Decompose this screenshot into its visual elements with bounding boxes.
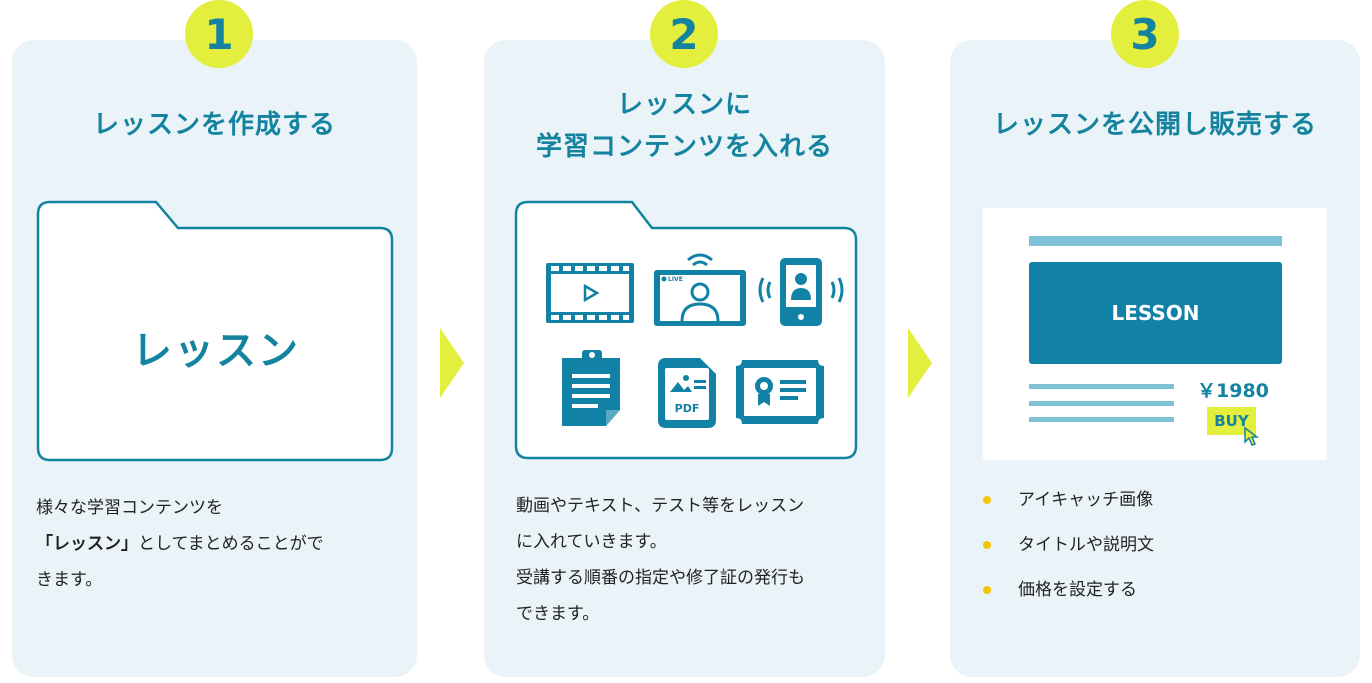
lesson-preview: LESSON ￥1980 BUY: [983, 208, 1327, 460]
arrow-right-icon: [908, 328, 932, 398]
live-badge: LIVE: [668, 276, 683, 283]
arrow-right-icon: [440, 328, 464, 398]
list-item: タイトルや説明文: [980, 527, 1154, 572]
folder-icon: [36, 200, 394, 462]
price-label: ￥1980: [1197, 380, 1269, 402]
step-description-1: 様々な学習コンテンツを 「レッスン」としてまとめることがで きます。: [36, 498, 324, 590]
feature-list: アイキャッチ画像 タイトルや説明文 価格を設定する: [980, 482, 1154, 617]
lesson-thumbnail: LESSON: [1029, 262, 1282, 364]
list-item: アイキャッチ画像: [980, 482, 1154, 527]
text-line: [1029, 417, 1174, 422]
mobile-contact-icon: [758, 258, 844, 326]
lesson-emphasis: 「レッスン」: [36, 534, 138, 554]
list-item: 価格を設定する: [980, 572, 1154, 617]
video-icon: [546, 263, 634, 323]
pdf-icon: [658, 358, 716, 428]
live-stream-icon: [654, 253, 746, 326]
title-bar: [1029, 236, 1282, 246]
text-line: [1029, 401, 1174, 406]
step-title-2: レッスンに 学習コンテンツを入れる: [535, 90, 833, 162]
step-number-1: 1: [185, 0, 253, 68]
cursor-icon: [1244, 426, 1260, 446]
step-title-3: レッスンを公開し販売する: [992, 110, 1317, 140]
step-title-1: レッスンを作成する: [92, 110, 336, 140]
pdf-label: PDF: [674, 402, 700, 415]
step-description-2: 動画やテキスト、テスト等をレッスン に入れていきます。 受講する順番の指定や修了…: [516, 496, 805, 624]
certificate-icon: [736, 360, 824, 424]
clipboard-icon: [562, 350, 620, 426]
folder-label: レッスン: [132, 328, 300, 374]
text-line: [1029, 384, 1174, 389]
step-number-3: 3: [1111, 0, 1179, 68]
step-number-2: 2: [650, 0, 718, 68]
